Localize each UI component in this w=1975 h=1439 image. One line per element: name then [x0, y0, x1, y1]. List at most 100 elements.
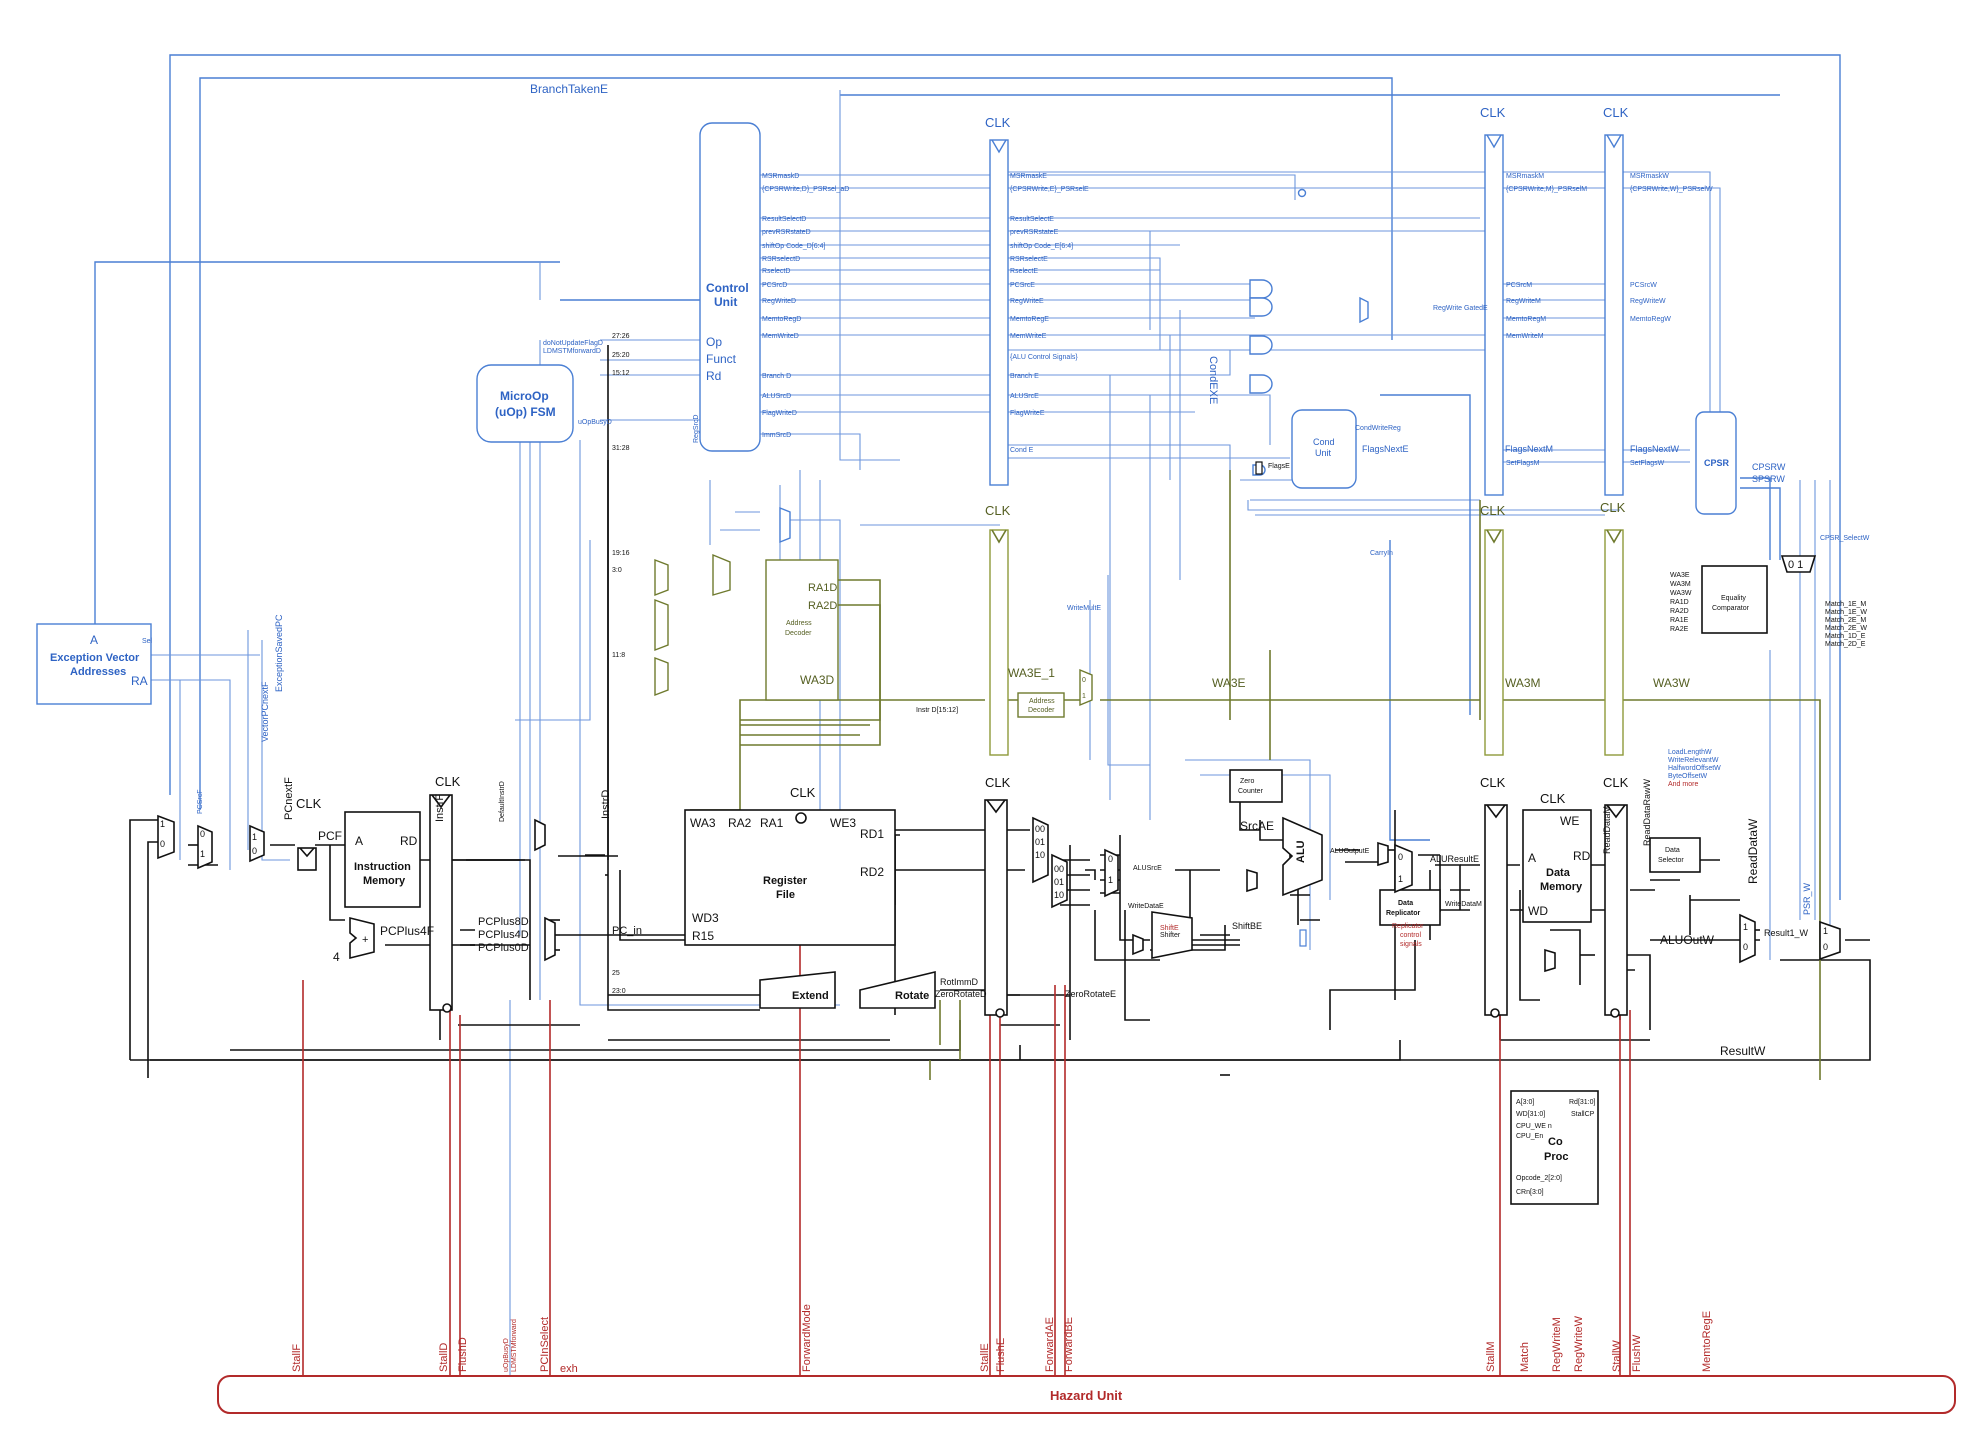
svg-text:Address: Address: [1029, 698, 1055, 705]
svg-text:SetFlagsM: SetFlagsM: [1506, 460, 1540, 467]
svg-text:27:26: 27:26: [612, 333, 630, 340]
svg-text:Register: Register: [763, 875, 808, 887]
svg-text:11:8: 11:8: [612, 652, 625, 659]
svg-text:ALUSrcE: ALUSrcE: [1133, 865, 1162, 872]
svg-text:RegSrcD: RegSrcD: [693, 415, 700, 443]
uop-fsm: [476, 364, 574, 443]
svg-text:CLK: CLK: [790, 785, 816, 800]
svg-text:PCPlus0D: PCPlus0D: [478, 942, 529, 954]
svg-text:0: 0: [1398, 852, 1403, 862]
svg-text:RD: RD: [400, 834, 418, 848]
svg-text:A: A: [90, 633, 98, 647]
mux-forward-a: [1032, 816, 1049, 884]
svg-text:WA3D: WA3D: [800, 673, 835, 687]
svg-text:prevRSRstateE: prevRSRstateE: [1010, 229, 1059, 236]
svg-text:Match_2E_W: Match_2E_W: [1825, 625, 1867, 632]
svg-text:RSRselectD: RSRselectD: [762, 256, 800, 263]
rotate-unit: [859, 970, 936, 1009]
svg-text:RSRselectE: RSRselectE: [1010, 256, 1048, 263]
svg-text:Proc: Proc: [1544, 1151, 1568, 1163]
load-signals: LoadLengthW WriteRelevantW HalfwordOffse…: [1668, 749, 1721, 788]
svg-text:CPU_WE n: CPU_WE n: [1516, 1123, 1552, 1130]
svg-text:WriteRelevantW: WriteRelevantW: [1668, 757, 1719, 764]
svg-text:CLK: CLK: [1600, 500, 1626, 515]
control-signals-d: MSRmaskD {CPSRWrite,D}_PSRsel_aD ResultS…: [762, 173, 849, 439]
address-decoder-small: [1017, 692, 1065, 718]
svg-text:WriteDataM: WriteDataM: [1445, 901, 1482, 908]
svg-text:ZeroRotateE: ZeroRotateE: [1065, 989, 1116, 999]
svg-text:RA1D: RA1D: [1670, 599, 1689, 606]
mux-srcb: [1104, 848, 1119, 898]
svg-text:{CPSRWrite,M}_PSRselM: {CPSRWrite,M}_PSRselM: [1506, 186, 1587, 193]
svg-text:RotImmD: RotImmD: [940, 977, 979, 987]
svg-text:CLK: CLK: [1540, 791, 1566, 806]
pipe-reg-mw-control: [1604, 134, 1624, 496]
svg-text:ALUOutW: ALUOutW: [1660, 933, 1715, 947]
pipe-reg-mw-wa3: [1604, 529, 1624, 756]
svg-text:MSRmaskW: MSRmaskW: [1630, 173, 1669, 180]
svg-text:PC_in: PC_in: [612, 925, 642, 937]
svg-text:19:16: 19:16: [612, 550, 630, 557]
svg-text:ALUSrcD: ALUSrcD: [762, 393, 791, 400]
zero-counter: [1229, 769, 1283, 803]
svg-text:01: 01: [1054, 877, 1064, 887]
svg-text:WA3: WA3: [690, 816, 716, 830]
extend-unit: [759, 971, 836, 1009]
svg-text:Unit: Unit: [1315, 448, 1332, 458]
shifter: [1151, 911, 1193, 959]
svg-text:FlagsNextW: FlagsNextW: [1630, 444, 1680, 454]
svg-text:CLK: CLK: [985, 503, 1011, 518]
hazard-unit: [217, 1375, 1956, 1414]
svg-text:Rotate: Rotate: [895, 990, 929, 1002]
svg-text:CRn[3:0]: CRn[3:0]: [1516, 1189, 1544, 1196]
svg-text:R15: R15: [692, 929, 714, 943]
equality-comparator: [1701, 565, 1768, 634]
mux-forward-b: [1051, 853, 1068, 909]
svg-text:Op: Op: [706, 335, 722, 349]
pc-register: [297, 847, 317, 871]
svg-text:0: 0: [252, 846, 257, 856]
svg-text:1: 1: [160, 819, 165, 829]
svg-text:ResultSelectE: ResultSelectE: [1010, 216, 1054, 223]
svg-text:4: 4: [333, 950, 340, 964]
svg-text:ALU: ALU: [1295, 840, 1307, 863]
svg-text:0: 0: [1743, 942, 1748, 952]
svg-text:CPSR_SelectW: CPSR_SelectW: [1820, 535, 1870, 542]
writeback-wires: [690, 470, 1821, 1080]
svg-text:PCSrcM: PCSrcM: [1506, 282, 1532, 289]
svg-text:RselectE: RselectE: [1010, 268, 1038, 275]
svg-text:File: File: [776, 889, 795, 901]
svg-text:PCInSelect: PCInSelect: [539, 1317, 551, 1372]
svg-text:WA3M: WA3M: [1670, 581, 1691, 588]
svg-text:Decoder: Decoder: [785, 630, 812, 637]
svg-text:CLK: CLK: [985, 115, 1011, 130]
svg-text:RD1: RD1: [860, 827, 884, 841]
svg-text:prevRSRstateD: prevRSRstateD: [762, 229, 811, 236]
svg-text:Co: Co: [1548, 1136, 1563, 1148]
svg-text:ResultSelectD: ResultSelectD: [762, 216, 806, 223]
data-memory: [1522, 809, 1592, 923]
svg-text:Branch E: Branch E: [1010, 373, 1039, 380]
labels: BranchTakenE CLK CLK CLK CLK CLK CLK CLK…: [50, 82, 1870, 1403]
svg-text:Decoder: Decoder: [1028, 707, 1055, 714]
instruction-memory: [344, 811, 421, 908]
svg-text:Comparator: Comparator: [1712, 605, 1750, 612]
svg-text:Instruction: Instruction: [354, 861, 411, 873]
svg-text:ALUResultE: ALUResultE: [1430, 854, 1479, 864]
svg-text:MemWriteM: MemWriteM: [1506, 333, 1544, 340]
svg-text:WriteMultE: WriteMultE: [1067, 605, 1101, 612]
svg-text:LDMSTMforwardD: LDMSTMforwardD: [543, 348, 601, 355]
svg-text:Cond: Cond: [1313, 437, 1335, 447]
svg-text:RegWriteW: RegWriteW: [1630, 298, 1666, 305]
svg-text:SetFlagsW: SetFlagsW: [1630, 460, 1665, 467]
svg-text:Extend: Extend: [792, 990, 829, 1002]
svg-text:1: 1: [1823, 926, 1828, 936]
svg-text:exh: exh: [560, 1363, 578, 1375]
svg-text:WA3M: WA3M: [1505, 676, 1541, 690]
svg-text:25: 25: [612, 970, 620, 977]
svg-text:Sel: Sel: [142, 638, 153, 645]
svg-text:shiftOp Code_D[6:4]: shiftOp Code_D[6:4]: [762, 243, 825, 250]
svg-text:FlushE: FlushE: [995, 1338, 1007, 1372]
svg-text:CondEXE: CondEXE: [1207, 356, 1219, 404]
alu: [1282, 816, 1323, 897]
